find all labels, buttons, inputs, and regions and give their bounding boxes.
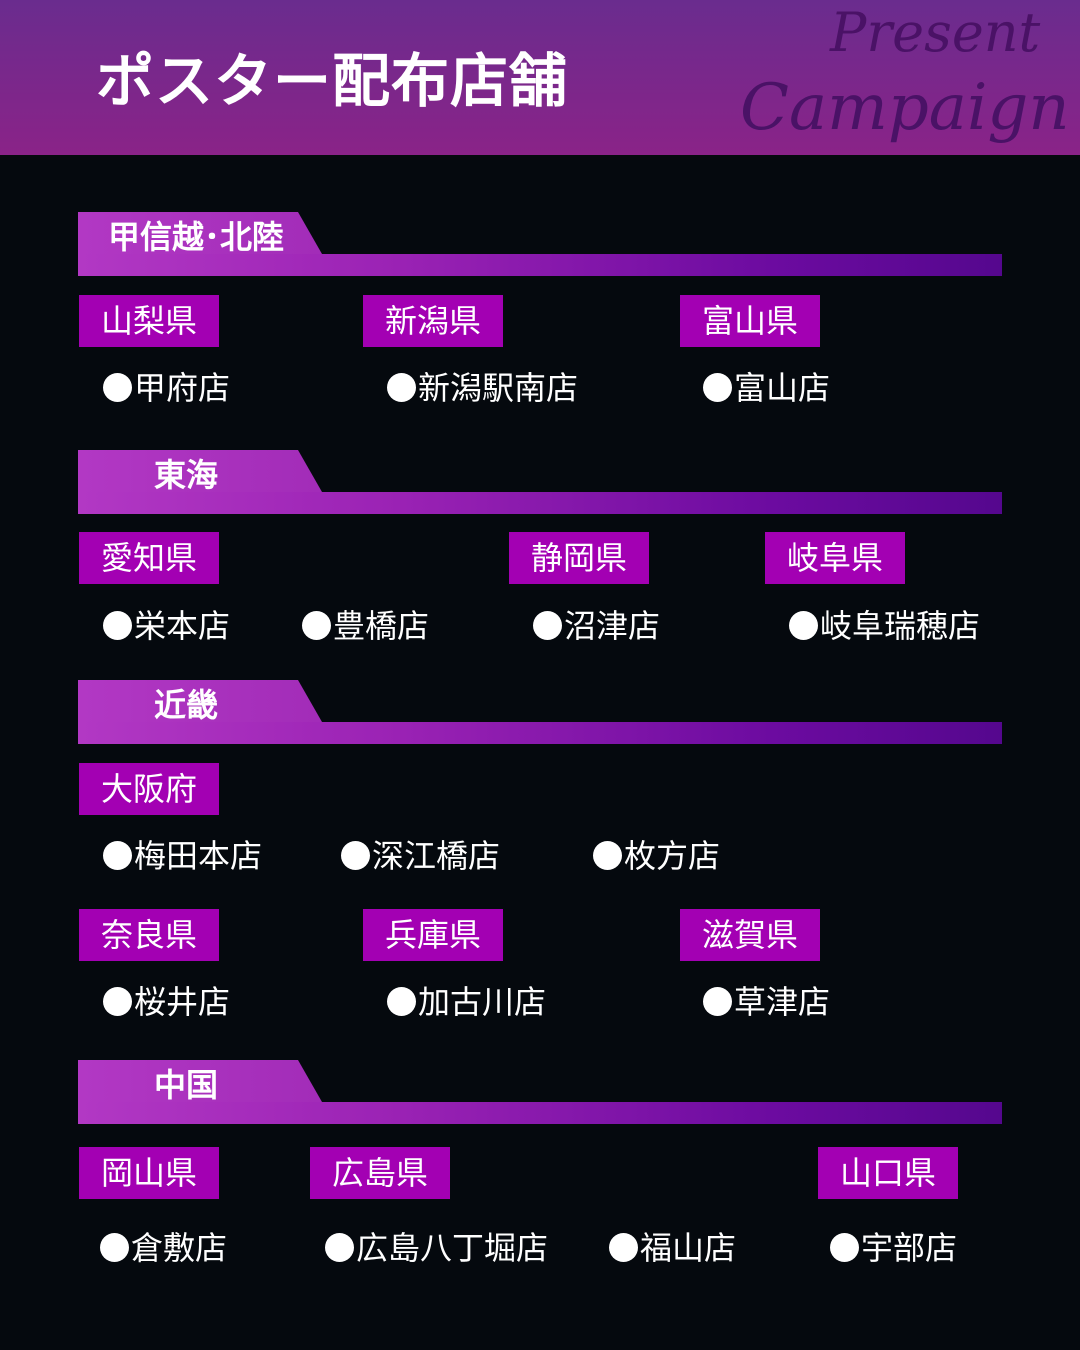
present-campaign-logo-line2: Campaign (740, 71, 1070, 145)
prefecture-badge: 兵庫県 (363, 909, 503, 961)
store-name: 富山店 (734, 369, 831, 407)
store-item: 広島八丁堀店 (325, 1228, 548, 1268)
bullet-icon (103, 373, 132, 402)
store-item: 沼津店 (533, 606, 660, 646)
store-item: 草津店 (703, 982, 830, 1022)
store-name: 梅田本店 (134, 837, 263, 875)
store-item: 倉敷店 (100, 1228, 227, 1268)
region-banner: 甲信越･北陸 (78, 212, 1002, 276)
banner-bar (78, 254, 1002, 276)
bullet-icon (387, 987, 416, 1016)
store-item: 新潟駅南店 (387, 368, 578, 408)
region-title: 近畿 (154, 686, 219, 724)
prefecture-badge: 山口県 (818, 1147, 958, 1199)
banner-bar (78, 1102, 1002, 1124)
prefecture-badge: 静岡県 (509, 532, 649, 584)
bullet-icon (341, 841, 370, 870)
prefecture-badge: 広島県 (310, 1147, 450, 1199)
store-item: 桜井店 (103, 982, 230, 1022)
bullet-icon (789, 611, 818, 640)
store-name: 宇部店 (861, 1229, 958, 1267)
store-name: 栄本店 (134, 607, 231, 645)
store-name: 桜井店 (134, 983, 231, 1021)
bullet-icon (609, 1233, 638, 1262)
prefecture-badge: 富山県 (680, 295, 820, 347)
bullet-icon (703, 373, 732, 402)
store-name: 福山店 (640, 1229, 737, 1267)
store-item: 梅田本店 (103, 836, 262, 876)
bullet-icon (533, 611, 562, 640)
prefecture-badge: 滋賀県 (680, 909, 820, 961)
store-item: 豊橋店 (302, 606, 429, 646)
store-item: 甲府店 (103, 368, 230, 408)
store-name: 甲府店 (134, 369, 231, 407)
store-item: 枚方店 (593, 836, 720, 876)
store-name: 豊橋店 (333, 607, 430, 645)
bullet-icon (830, 1233, 859, 1262)
store-name: 沼津店 (564, 607, 661, 645)
bullet-icon (387, 373, 416, 402)
store-item: 深江橋店 (341, 836, 500, 876)
store-name: 加古川店 (418, 983, 547, 1021)
store-name: 広島八丁堀店 (356, 1229, 549, 1267)
banner-bar (78, 722, 1002, 744)
store-name: 新潟駅南店 (418, 369, 579, 407)
present-campaign-logo-line1: Present (830, 1, 1041, 64)
store-item: 福山店 (609, 1228, 736, 1268)
bullet-icon (103, 987, 132, 1016)
region-title: 東海 (154, 456, 219, 494)
region-title: 甲信越･北陸 (108, 218, 285, 256)
prefecture-badge: 奈良県 (79, 909, 219, 961)
region-banner: 近畿 (78, 680, 1002, 744)
store-item: 宇部店 (830, 1228, 957, 1268)
store-name: 倉敷店 (131, 1229, 228, 1267)
bullet-icon (103, 611, 132, 640)
store-name: 草津店 (734, 983, 831, 1021)
bullet-icon (103, 841, 132, 870)
bullet-icon (100, 1233, 129, 1262)
region-banner: 東海 (78, 450, 1002, 514)
store-item: 加古川店 (387, 982, 546, 1022)
store-name: 岐阜瑞穂店 (820, 607, 981, 645)
bullet-icon (302, 611, 331, 640)
prefecture-badge: 新潟県 (363, 295, 503, 347)
store-item: 富山店 (703, 368, 830, 408)
prefecture-badge: 愛知県 (79, 532, 219, 584)
store-item: 栄本店 (103, 606, 230, 646)
prefecture-badge: 岐阜県 (765, 532, 905, 584)
store-name: 枚方店 (624, 837, 721, 875)
region-title: 中国 (154, 1066, 219, 1104)
region-banner: 中国 (78, 1060, 1002, 1124)
banner-bar (78, 492, 1002, 514)
prefecture-badge: 岡山県 (79, 1147, 219, 1199)
store-item: 岐阜瑞穂店 (789, 606, 980, 646)
prefecture-badge: 山梨県 (79, 295, 219, 347)
bullet-icon (703, 987, 732, 1016)
bullet-icon (325, 1233, 354, 1262)
prefecture-badge: 大阪府 (79, 763, 219, 815)
header: ポスター配布店舗 Present Campaign (0, 0, 1080, 155)
store-name: 深江橋店 (372, 837, 501, 875)
page-title: ポスター配布店舗 (96, 47, 569, 115)
bullet-icon (593, 841, 622, 870)
